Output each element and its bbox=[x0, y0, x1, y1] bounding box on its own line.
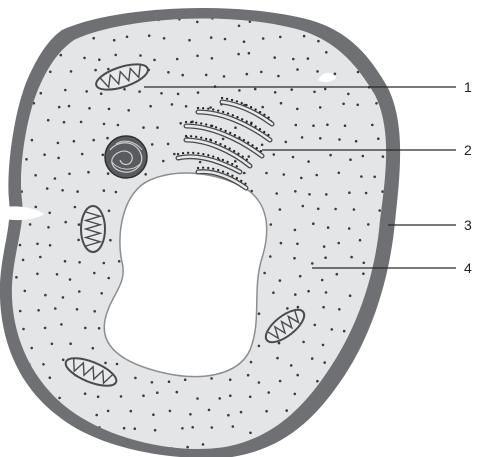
nucleus bbox=[104, 173, 266, 377]
nucleolus-icon bbox=[105, 136, 147, 178]
label-4: 4 bbox=[464, 260, 472, 276]
label-2: 2 bbox=[464, 142, 472, 158]
label-1: 1 bbox=[464, 79, 472, 95]
mitochondrion-icon bbox=[81, 206, 105, 252]
label-3: 3 bbox=[464, 217, 472, 233]
